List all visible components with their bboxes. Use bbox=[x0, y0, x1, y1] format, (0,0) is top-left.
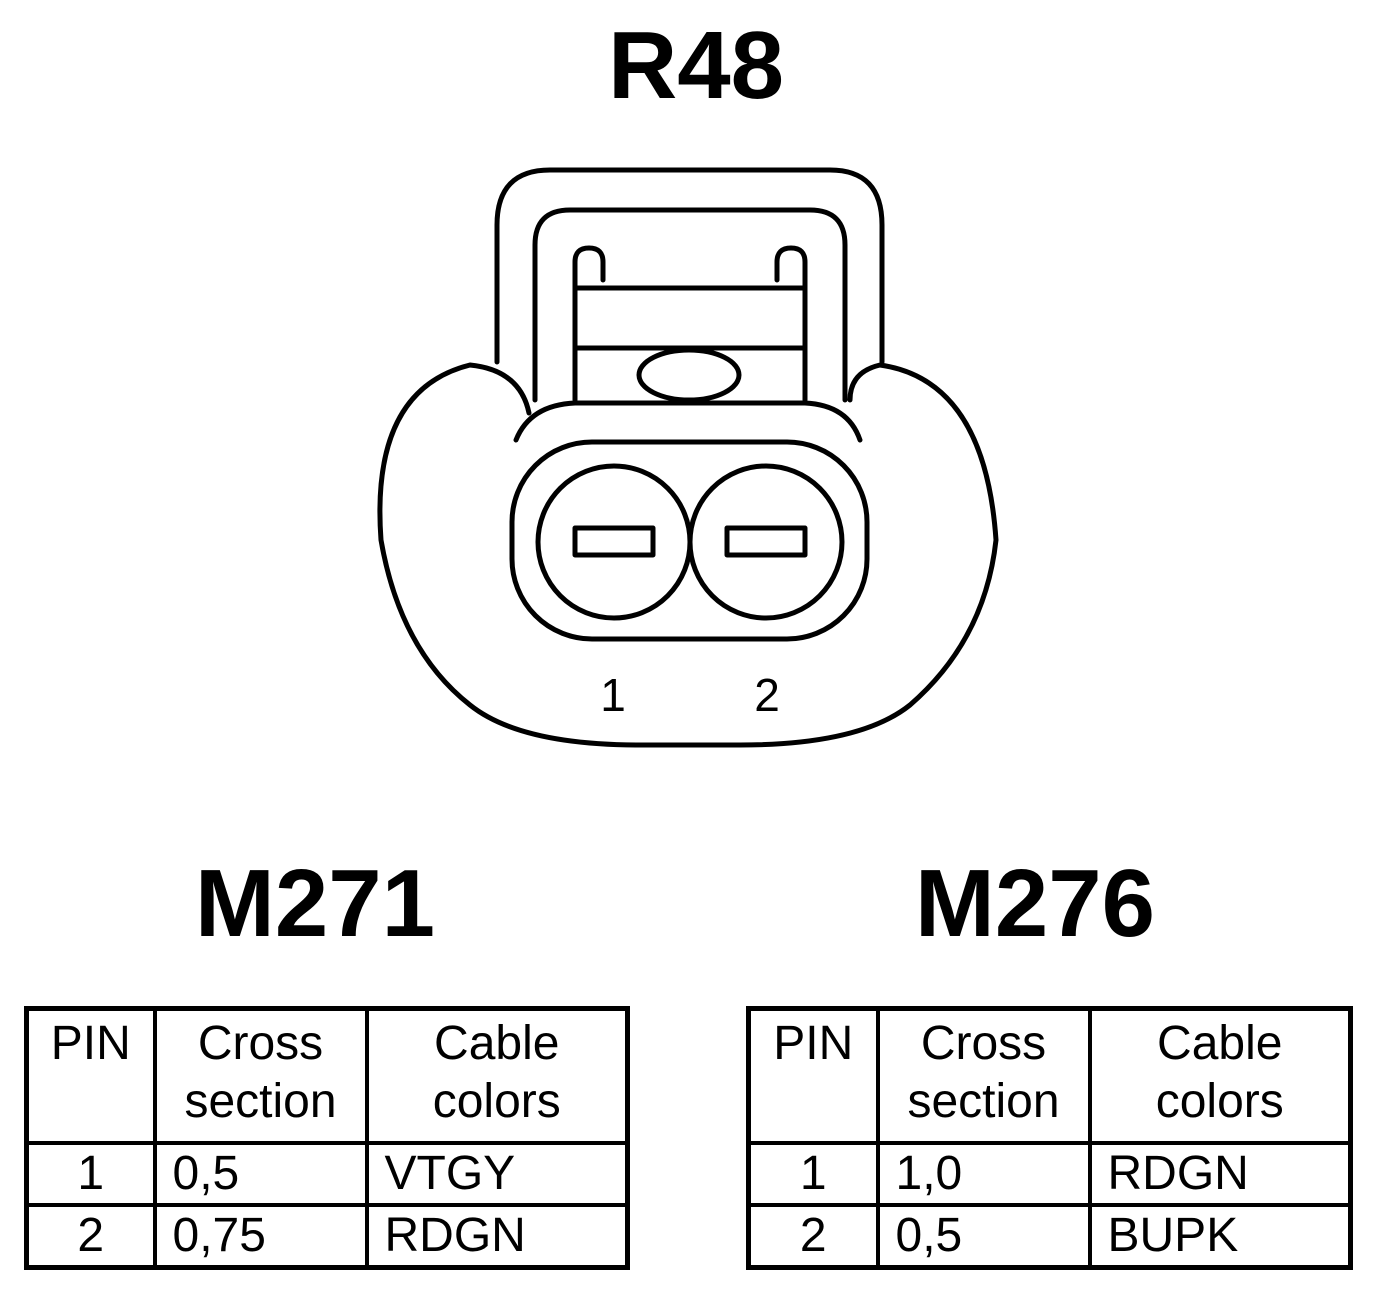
cell-cross-section: 0,5 bbox=[152, 1141, 369, 1207]
pin-cavity-1 bbox=[535, 463, 693, 621]
pin-cavity-2 bbox=[687, 463, 845, 621]
latch-button bbox=[636, 347, 742, 403]
latch-hook-right bbox=[774, 245, 808, 403]
table-row: 2 0,5 BUPK bbox=[746, 1203, 1353, 1270]
pin-label-1: 1 bbox=[600, 669, 626, 721]
latch-outer-frame bbox=[494, 167, 885, 365]
pin-label-2: 2 bbox=[754, 669, 780, 721]
cell-cable-color: VTGY bbox=[364, 1141, 630, 1207]
latch-inner-frame bbox=[532, 207, 848, 403]
latch-hook-left bbox=[572, 245, 606, 403]
connector-title: R48 bbox=[607, 12, 785, 119]
cell-pin: 2 bbox=[24, 1203, 157, 1270]
table-row: 1 0,5 VTGY bbox=[24, 1141, 630, 1207]
connector-body bbox=[377, 362, 999, 748]
cell-pin: 2 bbox=[746, 1203, 880, 1270]
table-row: 2 0,75 RDGN bbox=[24, 1203, 630, 1270]
table-title-m271: M271 bbox=[194, 850, 436, 957]
cell-cable-color: RDGN bbox=[1087, 1141, 1353, 1207]
connector-drawing: 1 2 bbox=[377, 167, 999, 748]
pin-housing bbox=[509, 439, 870, 642]
cell-pin: 1 bbox=[24, 1141, 157, 1207]
header-pin: PIN bbox=[24, 1006, 157, 1145]
header-pin: PIN bbox=[746, 1006, 880, 1145]
cell-cable-color: RDGN bbox=[364, 1203, 630, 1270]
cell-cross-section: 0,5 bbox=[875, 1203, 1092, 1270]
cell-cross-section: 0,75 bbox=[152, 1203, 369, 1270]
pin-terminal-1 bbox=[572, 525, 656, 558]
cell-cross-section: 1,0 bbox=[875, 1141, 1092, 1207]
cell-pin: 1 bbox=[746, 1141, 880, 1207]
table-title-m276: M276 bbox=[914, 850, 1156, 957]
cell-cable-color: BUPK bbox=[1087, 1203, 1353, 1270]
table-row: 1 1,0 RDGN bbox=[746, 1141, 1353, 1207]
housing-shoulder-left bbox=[513, 400, 863, 443]
pin-terminal-2 bbox=[724, 525, 808, 558]
